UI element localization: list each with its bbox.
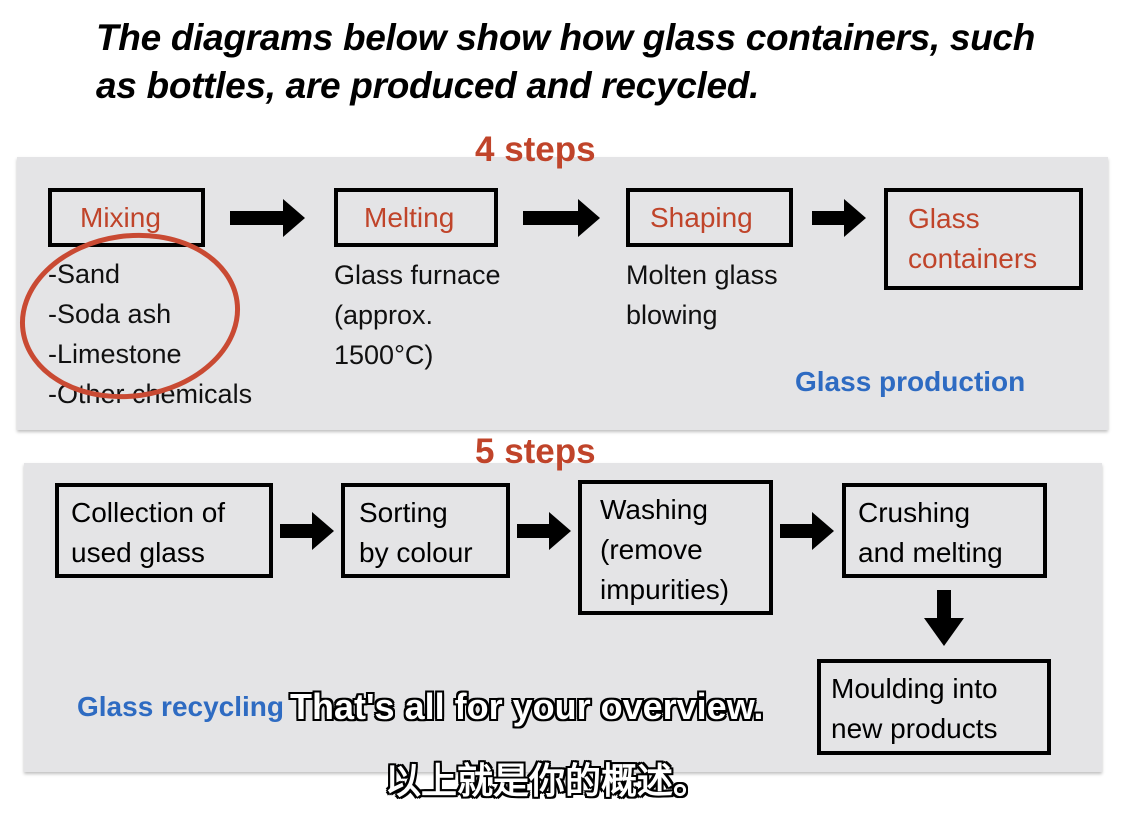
- box-sorting: Sorting by colour: [341, 483, 510, 578]
- arrow-right-icon: [517, 512, 571, 550]
- box-line: and melting: [858, 537, 1003, 568]
- note-line: blowing: [626, 300, 718, 330]
- box-line: Washing: [600, 494, 708, 525]
- box-mixing: Mixing: [48, 188, 205, 247]
- list-item: -Sand: [48, 259, 121, 289]
- box-moulding: Moulding into new products: [817, 659, 1051, 755]
- box-glass-containers: Glass containers: [884, 188, 1083, 290]
- arrow-down-icon: [924, 590, 964, 646]
- arrow-right-icon: [230, 199, 305, 237]
- production-steps-label: 4 steps: [475, 130, 596, 169]
- red-circle-annotation: [19, 232, 241, 400]
- arrow-right-icon: [280, 512, 334, 550]
- note-line: Molten glass: [626, 260, 778, 290]
- box-line: by colour: [359, 537, 473, 568]
- box-crushing: Crushing and melting: [842, 483, 1047, 578]
- arrow-right-icon: [812, 199, 866, 237]
- production-label: Glass production: [795, 366, 1026, 397]
- box-line: new products: [831, 713, 998, 744]
- box-line: Moulding into: [831, 673, 998, 704]
- box-line: impurities): [600, 574, 730, 605]
- subtitle-english: That's all for your overview.: [290, 686, 764, 727]
- box-line: Sorting: [359, 497, 448, 528]
- box-line: used glass: [71, 537, 205, 568]
- box-line: (remove: [600, 534, 703, 565]
- note-line: (approx.: [334, 300, 434, 330]
- recycling-steps-label: 5 steps: [475, 432, 596, 471]
- arrow-right-icon: [780, 512, 834, 550]
- box-melting: Melting: [334, 188, 498, 247]
- recycling-label: Glass recycling: [77, 691, 285, 722]
- question-title: The diagrams below show how glass contai…: [96, 17, 1035, 106]
- production-panel: [17, 157, 1108, 430]
- list-item: -Soda ash: [48, 299, 172, 329]
- melting-note: Glass furnace (approx. 1500°C): [334, 255, 501, 375]
- box-shaping: Shaping: [626, 188, 793, 247]
- subtitle-chinese: 以上就是你的概述。: [385, 761, 710, 802]
- arrow-right-icon: [523, 199, 600, 237]
- note-line: Glass furnace: [334, 260, 501, 290]
- shaping-note: Molten glass blowing: [626, 255, 778, 335]
- box-washing: Washing (remove impurities): [578, 480, 773, 615]
- list-item: -Limestone: [48, 339, 182, 369]
- box-line: Crushing: [858, 497, 971, 528]
- box-collection: Collection of used glass: [55, 483, 273, 578]
- note-line: 1500°C): [334, 340, 434, 370]
- box-line: Collection of: [71, 497, 226, 528]
